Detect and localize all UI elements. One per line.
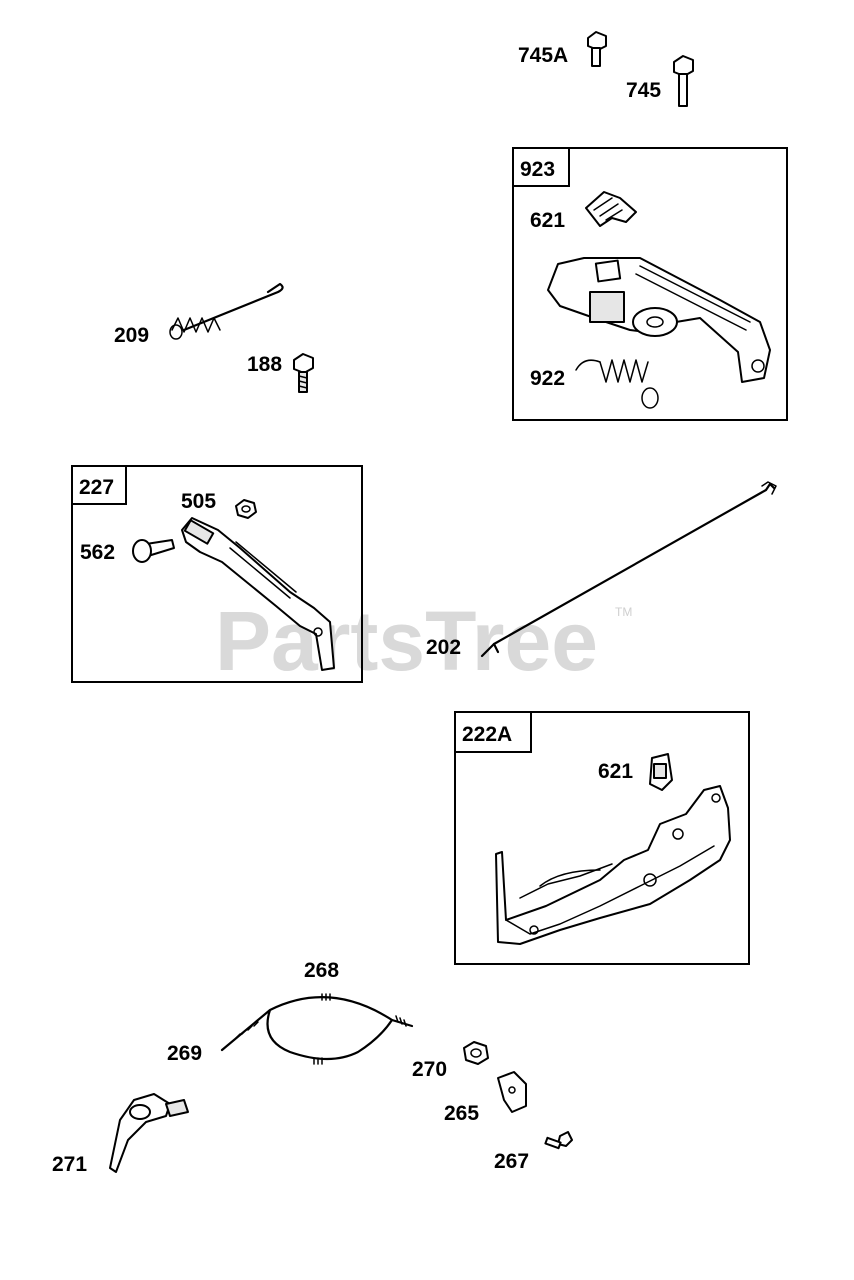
part-505-nut[interactable] xyxy=(235,499,257,519)
part-621-clip[interactable] xyxy=(585,191,637,227)
group-222a-box xyxy=(454,711,750,965)
label-269[interactable]: 269 xyxy=(167,1042,202,1065)
part-202-governor-rod[interactable] xyxy=(480,481,777,658)
group-227-box xyxy=(71,465,363,683)
label-923-621[interactable]: 621 xyxy=(530,209,565,232)
part-throttle-lever[interactable] xyxy=(181,517,335,671)
part-209-link-spring[interactable] xyxy=(169,282,284,340)
part-271-lever[interactable] xyxy=(109,1093,189,1173)
part-267-screw[interactable] xyxy=(544,1131,573,1150)
group-923-box xyxy=(512,147,788,421)
part-745a-bolt[interactable] xyxy=(587,31,607,67)
label-562[interactable]: 562 xyxy=(80,541,115,564)
label-745a[interactable]: 745A xyxy=(518,44,568,67)
label-505[interactable]: 505 xyxy=(181,490,216,513)
group-222a-tag xyxy=(454,711,532,753)
part-188-screw[interactable] xyxy=(293,353,314,393)
label-270[interactable]: 270 xyxy=(412,1058,447,1081)
part-268-cable[interactable] xyxy=(220,993,414,1065)
part-control-bracket[interactable] xyxy=(495,785,731,945)
part-562-pin[interactable] xyxy=(132,539,175,563)
part-922-spring[interactable] xyxy=(575,359,659,409)
part-270-nut[interactable] xyxy=(463,1041,489,1065)
group-227-tag xyxy=(71,465,127,505)
part-621-clip-b[interactable] xyxy=(649,753,673,791)
watermark-trademark: TM xyxy=(615,605,632,619)
part-745-bolt[interactable] xyxy=(673,55,694,107)
label-271[interactable]: 271 xyxy=(52,1153,87,1176)
label-222a-621[interactable]: 621 xyxy=(598,760,633,783)
label-209[interactable]: 209 xyxy=(114,324,149,347)
label-265[interactable]: 265 xyxy=(444,1102,479,1125)
label-267[interactable]: 267 xyxy=(494,1150,529,1173)
group-222a-id[interactable]: 222A xyxy=(462,723,512,746)
label-268[interactable]: 268 xyxy=(304,959,339,982)
watermark: PartsTree xyxy=(215,594,598,688)
part-governor-control-lever[interactable] xyxy=(547,257,771,383)
group-923-tag xyxy=(512,147,570,187)
group-923-id[interactable]: 923 xyxy=(520,158,555,181)
label-745[interactable]: 745 xyxy=(626,79,661,102)
label-188[interactable]: 188 xyxy=(247,353,282,376)
group-227-id[interactable]: 227 xyxy=(79,476,114,499)
label-202[interactable]: 202 xyxy=(426,636,461,659)
label-922[interactable]: 922 xyxy=(530,367,565,390)
part-265-clamp[interactable] xyxy=(497,1071,527,1113)
